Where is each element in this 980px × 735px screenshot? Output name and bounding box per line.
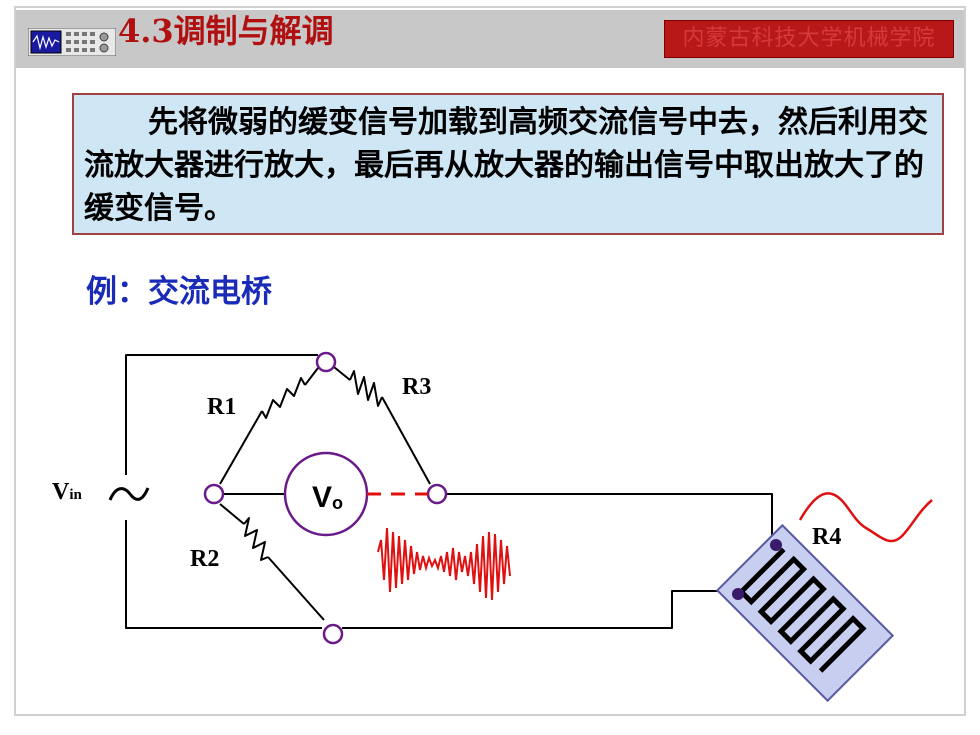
label-vin: Vin bbox=[52, 479, 83, 505]
ac-source-icon bbox=[108, 487, 150, 501]
example-heading: 例：交流电桥 bbox=[86, 274, 272, 310]
wire-bottom-to-r4 bbox=[342, 590, 737, 629]
bridge-node-top bbox=[315, 351, 337, 373]
bridge-node-right bbox=[426, 483, 448, 505]
wire-right-to-r4 bbox=[446, 493, 773, 544]
wire-r2-top bbox=[219, 503, 245, 525]
wire-top bbox=[125, 354, 318, 475]
bridge-node-bottom bbox=[322, 623, 344, 645]
resistor-r2-icon bbox=[243, 517, 269, 561]
label-vin-sub: in bbox=[69, 487, 82, 503]
resistor-r1-icon bbox=[261, 377, 306, 419]
modulated-signal-waveform bbox=[377, 527, 511, 601]
r4-terminal-top bbox=[770, 539, 782, 551]
resistor-r3-icon bbox=[349, 370, 383, 407]
r4-terminal-left bbox=[732, 588, 744, 600]
label-r1: R1 bbox=[207, 394, 236, 420]
wire-r1-top bbox=[304, 367, 319, 386]
section-title: 4.3调制与解调 bbox=[118, 12, 334, 50]
slow-signal-waveform bbox=[798, 492, 933, 543]
label-r3: R3 bbox=[402, 374, 431, 400]
label-r4: R4 bbox=[812, 524, 841, 550]
label-vo: Vo bbox=[312, 481, 343, 514]
wire-bottom bbox=[125, 520, 322, 629]
label-vo-main: V bbox=[312, 481, 332, 514]
label-r2: R2 bbox=[190, 546, 219, 572]
explanation-callout: 先将微弱的缓变信号加载到高频交流信号中去，然后利用交流放大器进行放大，最后再从放… bbox=[72, 93, 944, 235]
school-name: 内蒙古科技大学机械学院 bbox=[682, 26, 936, 51]
wire-r2-bottom bbox=[267, 556, 325, 621]
strain-gauge-icon bbox=[715, 523, 895, 703]
oscilloscope-logo-icon bbox=[28, 28, 116, 56]
wire-r1-bottom bbox=[219, 410, 263, 485]
explanation-text: 先将微弱的缓变信号加载到高频交流信号中去，然后利用交流放大器进行放大，最后再从放… bbox=[84, 105, 928, 226]
bridge-node-left bbox=[203, 483, 225, 505]
wire-r3-bottom bbox=[381, 396, 431, 485]
label-vin-main: V bbox=[52, 479, 70, 505]
title-bar bbox=[16, 10, 964, 68]
label-vo-sub: o bbox=[332, 493, 343, 513]
wire-r3-top bbox=[333, 366, 351, 381]
school-name-badge: 内蒙古科技大学机械学院 bbox=[664, 20, 954, 58]
